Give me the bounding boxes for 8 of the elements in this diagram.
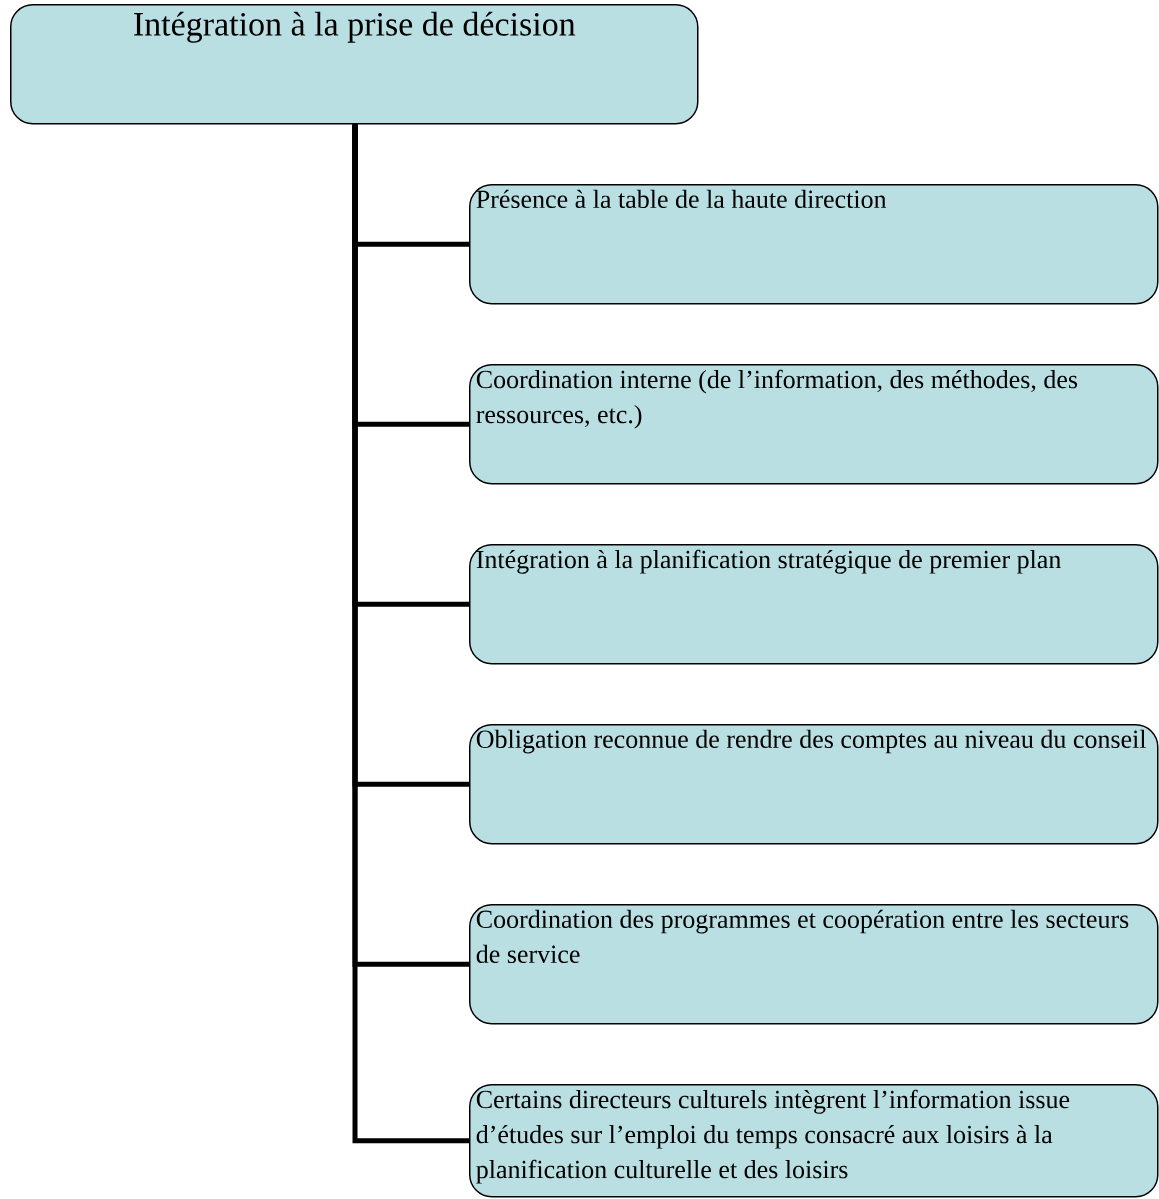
text-box: Certains directeurs culturels intègrent l’information issue d’études sur l’emploi du temps consacré aux loisirs à la planification culturelle et des loisirs (469, 1084, 1159, 1198)
title-box: Intégration à la prise de décision (10, 4, 699, 125)
text-box: Présence à la table de la haute direction (469, 184, 1159, 305)
connector-line (352, 124, 469, 1144)
text-box: Intégration à la planification stratégique de premier plan (469, 544, 1159, 665)
text-box: Coordination des programmes et coopération entre les secteurs de service (469, 904, 1159, 1025)
text-box: Obligation reconnue de rendre des comptes au niveau du conseil (469, 724, 1159, 845)
text-box: Coordination interne (de l’information, des méthodes, des ressources, etc.) (469, 364, 1159, 485)
